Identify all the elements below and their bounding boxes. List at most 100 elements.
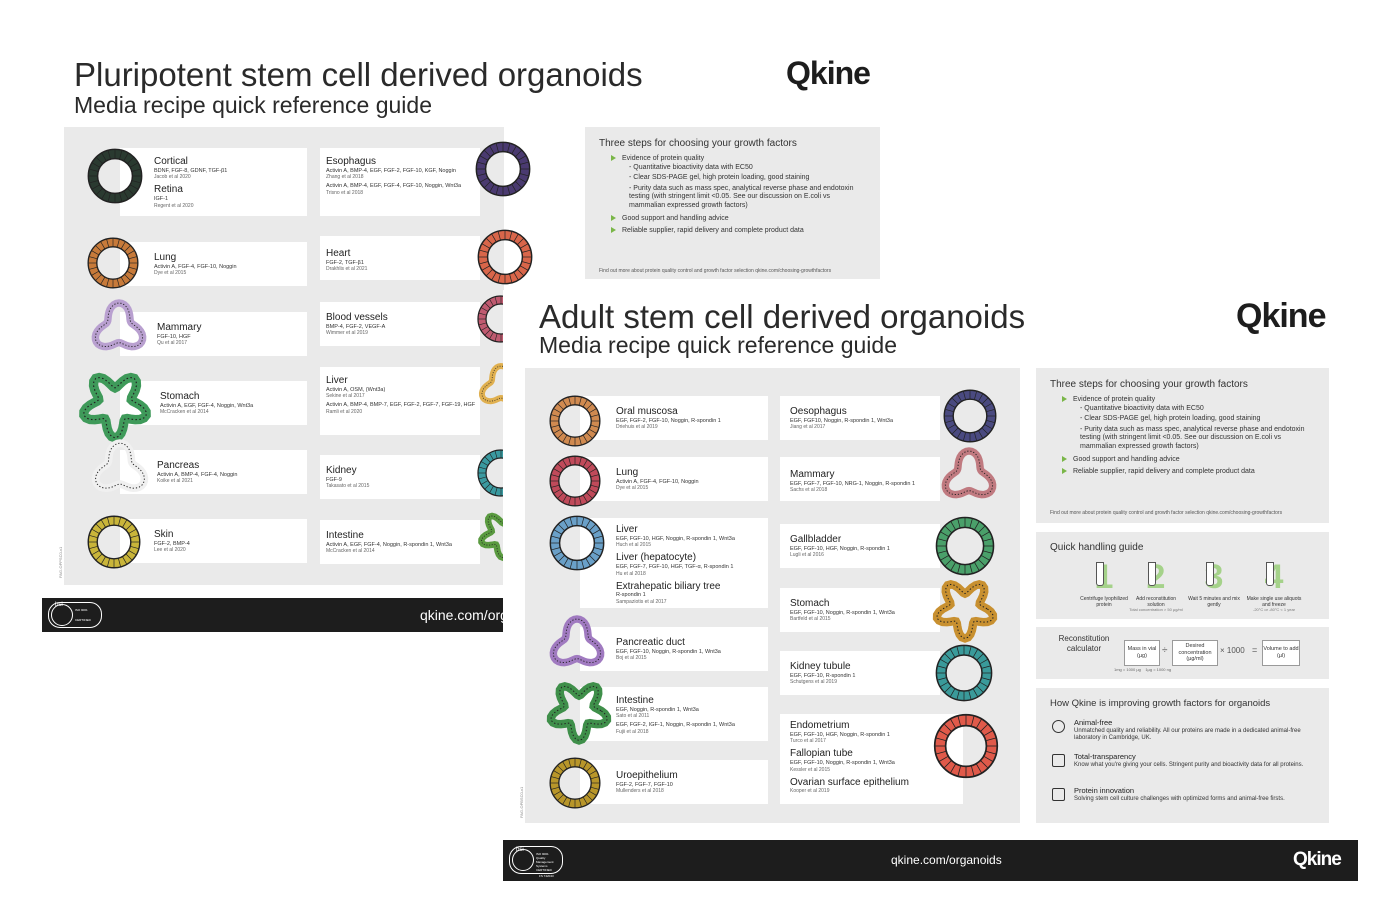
asc-bsi-label: bsi (516, 847, 524, 853)
bullet-triangle-icon (1062, 396, 1067, 403)
improving-item-title: Protein innovation (1074, 786, 1135, 795)
improving-title: How Qkine is improving growth factors fo… (1050, 698, 1271, 709)
organoid-name: Esophagus (326, 156, 377, 167)
organoid-illustration-icon (935, 516, 995, 576)
growth-factors: FGF-2, FGF-7, FGF-10 (616, 781, 673, 788)
asc-footer-logo: Qkine (1293, 849, 1342, 870)
reference: Kooper et al 2019 (790, 788, 830, 795)
reference: McCracken et al 2014 (160, 409, 209, 416)
reference: Wimmer et al 2019 (326, 330, 368, 337)
organoid-name: Pancreatic duct (616, 637, 685, 648)
vial-icon (1148, 562, 1156, 586)
organoid-illustration-icon (91, 299, 147, 351)
organoid-illustration-icon (933, 713, 999, 779)
organoid-name: Kidney tubule (790, 661, 851, 672)
step-sub-item: - Quantitative bioactivity data with EC5… (1080, 405, 1204, 412)
aliquot-icon (1266, 562, 1274, 586)
psc-subtitle: Media recipe quick reference guide (74, 92, 432, 118)
reference: Ramli et al 2020 (326, 409, 363, 416)
growth-factors: EGF, FGF10, Noggin, R-spondin 1, Wnt3a (790, 417, 894, 424)
organoid-name: Lung (616, 467, 639, 478)
growth-factors: Activin A, EGF, FGF-4, Noggin, R-spondin… (326, 541, 452, 548)
asc-iso-line: Management (536, 860, 554, 864)
psc-iso-line: ISO 9001 (75, 608, 88, 612)
growth-factors: Activin A, OSM, (Wnt3a) (326, 386, 386, 393)
asc-steps-panel (1036, 368, 1329, 523)
improving-item-desc: Know what you're giving your cells. Stri… (1074, 762, 1304, 768)
organoid-name: Mammary (157, 322, 202, 333)
step-sub-item: - Clear SDS-PAGE gel, high protein loadi… (629, 174, 810, 182)
organoid-illustration-icon (87, 148, 143, 204)
flask-icon (1052, 788, 1065, 801)
asc-footer-url[interactable]: qkine.com/organoids (891, 853, 1002, 867)
reference: Zhang et al 2018 (326, 174, 364, 181)
organoid-illustration-icon (87, 515, 141, 569)
step-label: Evidence of protein quality (622, 155, 705, 162)
growth-factors: EGF, FGF-10, HGF, Noggin, R-spondin 1 (790, 545, 890, 552)
asc-cert-no: FS 742043 (539, 874, 554, 878)
step-sub-item: - Quantitative bioactivity data with EC5… (629, 164, 753, 171)
reference: Drakhlis et al 2021 (326, 266, 368, 273)
step-label: Evidence of protein quality (1073, 396, 1156, 403)
asc-title: Adult stem cell derived organoids (539, 298, 1026, 335)
growth-factors: EGF, FGF-7, FGF-10, NRG-1, Noggin, R-spo… (790, 480, 916, 487)
growth-factors: EGF, FGF-2, FGF-10, Noggin, R-spondin 1 (616, 417, 721, 424)
step-text: Centrifuge lyophilized protein (1080, 596, 1128, 608)
growth-factors: Activin A, EGF, FGF-4, Noggin, Wnt3a (160, 402, 254, 409)
growth-factors: IGF-1 (154, 195, 169, 202)
psc-footer-url[interactable]: qkine.com/org (420, 607, 508, 623)
organoid-name: Liver (hepatocyte) (616, 552, 697, 564)
psc-steps-panel (585, 127, 880, 279)
improving-item-title: Total-transparency (1074, 752, 1136, 761)
tube-icon (1096, 562, 1104, 586)
step-number: 4 (1246, 560, 1302, 594)
asc-footer: bsi ISO 9001 Quality Management Systems … (503, 840, 1358, 881)
reference: Dye et al 2015 (616, 485, 649, 492)
reference: Takasato et al 2015 (326, 483, 370, 490)
organoid-illustration-icon (932, 580, 998, 643)
calc-conc-box: Desired concentration (µg/ml) (1172, 640, 1218, 666)
step-label: Good support and handling advice (1073, 455, 1180, 463)
mix-icon (1206, 562, 1214, 586)
step-label: Reliable supplier, rapid delivery and co… (622, 226, 804, 234)
reference: Bartfeld et al 2015 (790, 616, 831, 623)
growth-factors: Activin A, BMP-4, FGF-4, Noggin (157, 471, 238, 478)
reference: Fujii et al 2018 (616, 729, 649, 736)
step-item: Reliable supplier, rapid delivery and co… (611, 227, 861, 234)
organoid-name: Fallopian tube (790, 748, 853, 760)
organoid-illustration-icon (549, 615, 605, 667)
calc-result-box: Volume to add (µl) (1262, 640, 1300, 666)
improving-item-desc: Unmatched quality and reliability. All o… (1074, 728, 1301, 742)
reference: Regent et al 2020 (154, 202, 194, 209)
calculator-title: Reconstitution calculator (1058, 634, 1110, 653)
organoid-illustration-icon (87, 237, 139, 289)
calc-divide: ÷ (1162, 645, 1168, 656)
reference: Kessler et al 2015 (790, 766, 831, 773)
bullet-triangle-icon (1062, 456, 1067, 463)
organoid-name: Gallbladder (790, 534, 842, 545)
growth-factors: EGF, FGF-7, FGF-10, HGF, TGF-α, R-spondi… (616, 563, 734, 570)
reference: Hu et al 2018 (616, 570, 646, 577)
growth-factors: EGF, FGF-10, Noggin, R-spondin 1, Wnt3a (616, 648, 721, 655)
reference: Jacob et al 2020 (154, 174, 191, 181)
improving-item-title: Animal-free (1074, 718, 1113, 727)
growth-factors: EGF, FGF-10, Noggin, R-spondin 1, Wnt3a (790, 609, 895, 616)
calc-note: 1mg = 1000 µg 1µg = 1000 ng (1114, 667, 1172, 672)
